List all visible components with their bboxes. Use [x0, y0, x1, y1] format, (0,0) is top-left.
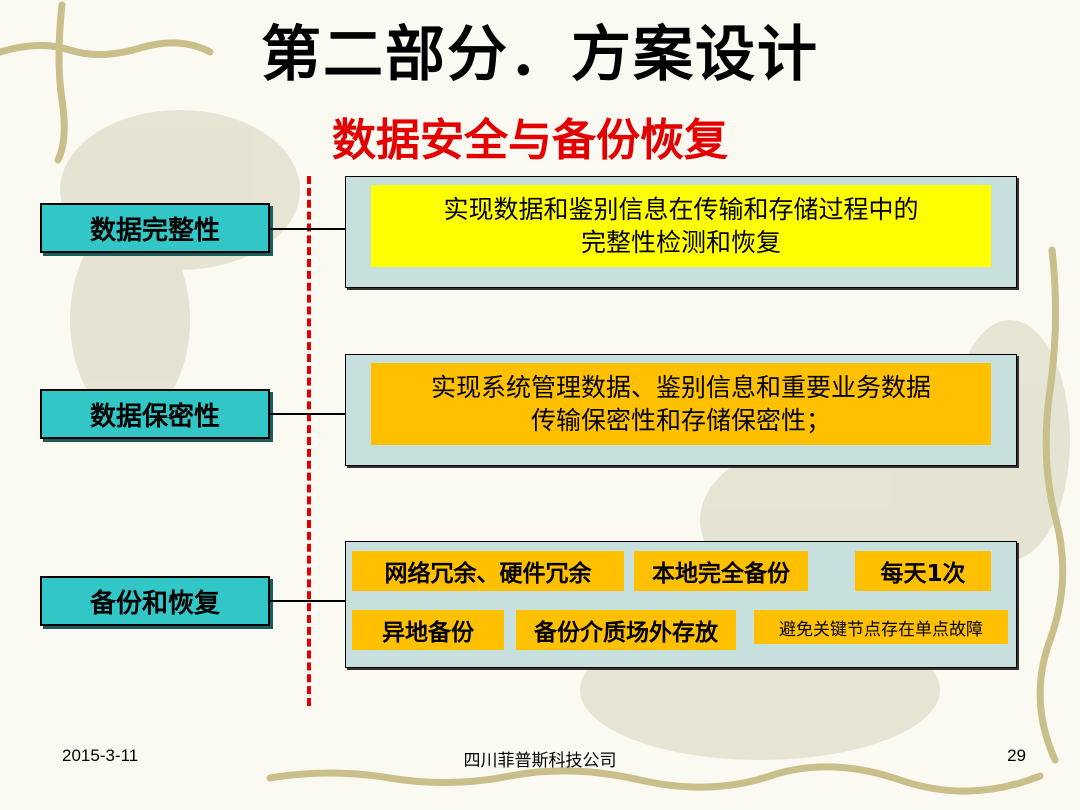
label-data-integrity: 数据完整性 — [40, 203, 270, 253]
chip-offsite-backup: 异地备份 — [352, 610, 504, 650]
connector-line — [270, 600, 346, 602]
vine-left — [54, 1, 68, 164]
confidentiality-desc-line1: 实现系统管理数据、鉴别信息和重要业务数据 — [430, 373, 931, 402]
chip-avoid-single-point-failure: 避免关键节点存在单点故障 — [754, 610, 1008, 644]
vine-right — [1036, 246, 1067, 764]
divider-dashed-line — [307, 176, 311, 706]
chip-daily-once: 每天1次 — [855, 551, 991, 591]
chip-local-full-backup: 本地完全备份 — [634, 551, 808, 591]
slide-title: 第二部分．方案设计 — [261, 20, 819, 90]
vine-bottom — [266, 763, 1044, 795]
footer-date: 2015-3-11 — [62, 746, 139, 765]
slide-subtitle: 数据安全与备份恢复 — [332, 115, 728, 166]
chip-network-hardware-redundancy: 网络冗余、硬件冗余 — [352, 551, 624, 591]
chip-offsite-media-storage: 备份介质场外存放 — [516, 610, 736, 650]
label-backup-recovery: 备份和恢复 — [40, 576, 270, 626]
integrity-desc-line2: 完整性检测和恢复 — [580, 228, 781, 257]
confidentiality-description: 实现系统管理数据、鉴别信息和重要业务数据 传输保密性和存储保密性； — [371, 363, 991, 445]
integrity-desc-line1: 实现数据和鉴别信息在传输和存储过程中的 — [443, 195, 919, 224]
confidentiality-panel: 实现系统管理数据、鉴别信息和重要业务数据 传输保密性和存储保密性； — [345, 354, 1017, 466]
integrity-description: 实现数据和鉴别信息在传输和存储过程中的 完整性检测和恢复 — [371, 185, 991, 267]
vine-top-left — [0, 39, 214, 59]
confidentiality-desc-line2: 传输保密性和存储保密性； — [530, 406, 831, 435]
footer-page-number: 29 — [1007, 746, 1026, 765]
connector-line — [270, 228, 346, 230]
integrity-panel: 实现数据和鉴别信息在传输和存储过程中的 完整性检测和恢复 — [345, 176, 1017, 288]
footer-company: 四川菲普斯科技公司 — [463, 751, 617, 771]
connector-line — [270, 413, 346, 415]
label-data-confidentiality: 数据保密性 — [40, 389, 270, 439]
backup-panel: 网络冗余、硬件冗余 本地完全备份 每天1次 异地备份 备份介质场外存放 避免关键… — [345, 541, 1017, 668]
